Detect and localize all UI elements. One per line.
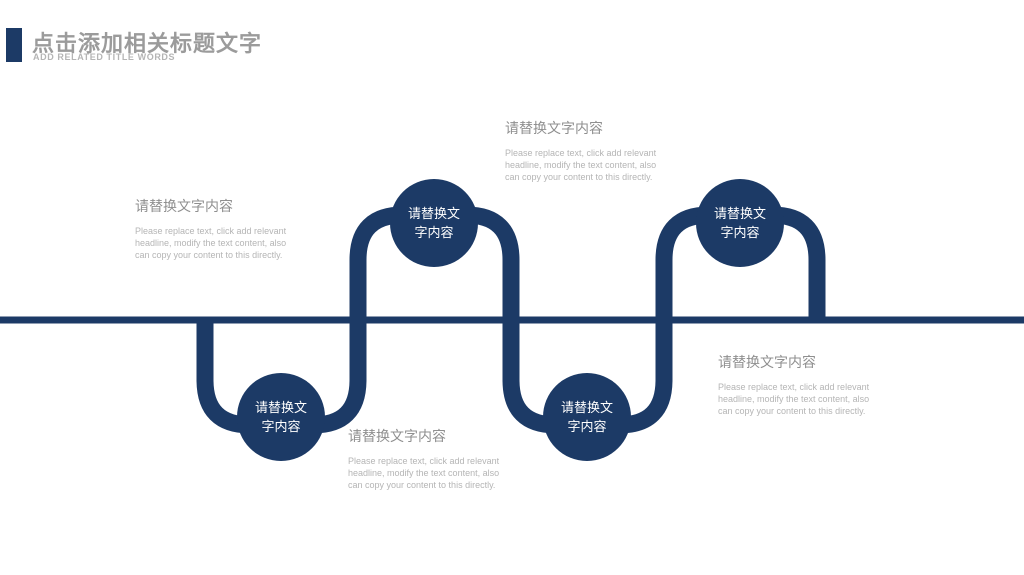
node-label-line1: 请替换文 [713,206,766,221]
node-label-line1: 请替换文 [254,400,307,415]
node-label-line2: 字内容 [414,225,454,240]
text-block-left: 请替换文字内容 Please replace text, click add r… [135,196,310,261]
block-heading: 请替换文字内容 [135,198,233,214]
block-body: Please replace text, click add relevant … [505,148,657,182]
timeline-node-2: 请替换文 字内容 [390,179,478,267]
block-heading: 请替换文字内容 [505,120,603,136]
block-body: Please replace text, click add relevant … [348,456,500,490]
timeline-node-1: 请替换文 字内容 [237,373,325,461]
serpentine-path [196,206,826,434]
node-label-line2: 字内容 [567,419,607,434]
block-body: Please replace text, click add relevant … [718,382,870,416]
node-label-line2: 字内容 [261,419,301,434]
block-body: Please replace text, click add relevant … [135,226,287,260]
node-label-line1: 请替换文 [407,206,460,221]
block-heading: 请替换文字内容 [348,428,446,444]
title-accent-bar [6,28,22,62]
text-block-bottom: 请替换文字内容 Please replace text, click add r… [348,426,523,491]
timeline-node-4: 请替换文 字内容 [696,179,784,267]
node-label-line2: 字内容 [720,225,760,240]
block-heading: 请替换文字内容 [718,354,816,370]
page-subtitle: ADD RELATED TITLE WORDS [33,52,176,62]
page-title: 点击添加相关标题文字 [32,31,263,56]
text-block-top: 请替换文字内容 Please replace text, click add r… [505,118,680,183]
timeline-node-3: 请替换文 字内容 [543,373,631,461]
text-block-right: 请替换文字内容 Please replace text, click add r… [718,352,893,417]
node-label-line1: 请替换文 [560,400,613,415]
